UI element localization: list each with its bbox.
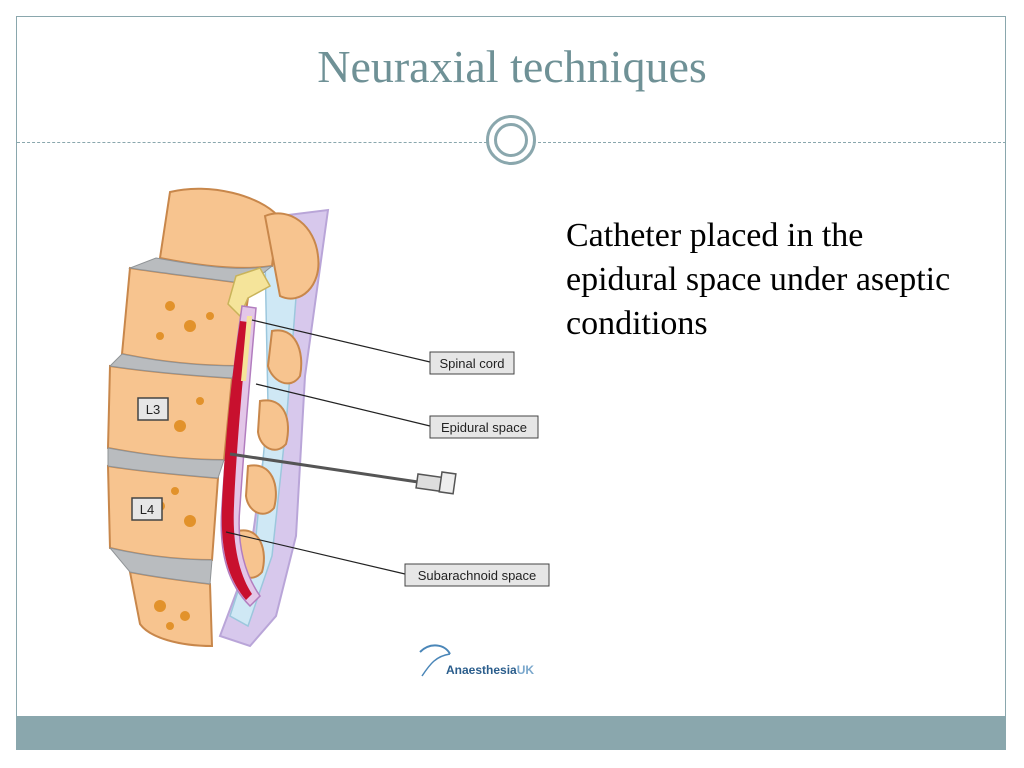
slide-body-text: Catheter placed in the epidural space un… [566, 217, 951, 342]
slide-title: Neuraxial techniques [317, 41, 707, 92]
circle-ornament-icon [486, 115, 536, 165]
vertebra-label-l4: L4 [131, 497, 163, 521]
svg-text:L3: L3 [146, 402, 160, 417]
title-divider-right [538, 142, 1006, 143]
label-spinal-cord: Spinal cord [429, 351, 515, 375]
svg-text:Spinal cord: Spinal cord [439, 356, 504, 371]
title-divider-left [17, 142, 487, 143]
label-epidural-space: Epidural space [429, 415, 539, 439]
svg-text:AnaesthesiaUK: AnaesthesiaUK [446, 663, 534, 677]
spinous-processes [232, 212, 320, 579]
pointer-lines [225, 319, 431, 575]
syringe-icon [415, 471, 457, 495]
svg-text:Epidural space: Epidural space [441, 420, 527, 435]
anaesthesia-uk-logo: AnaesthesiaUK [419, 644, 534, 677]
intervertebral-discs [107, 257, 273, 585]
spinal-cord-shape [241, 316, 252, 381]
svg-text:L4: L4 [140, 502, 154, 517]
facet-yellow [227, 267, 272, 318]
footer-bar [17, 716, 1006, 750]
spine-diagram: L3 L4 Spinal cord Epidural space Subarac… [106, 187, 550, 677]
svg-text:Subarachnoid space: Subarachnoid space [418, 568, 537, 583]
label-subarachnoid-space: Subarachnoid space [404, 563, 550, 587]
needle [229, 452, 419, 484]
subarachnoid-red [221, 321, 252, 600]
vertebral-bodies [106, 187, 280, 648]
vertebra-label-l3: L3 [137, 397, 169, 421]
